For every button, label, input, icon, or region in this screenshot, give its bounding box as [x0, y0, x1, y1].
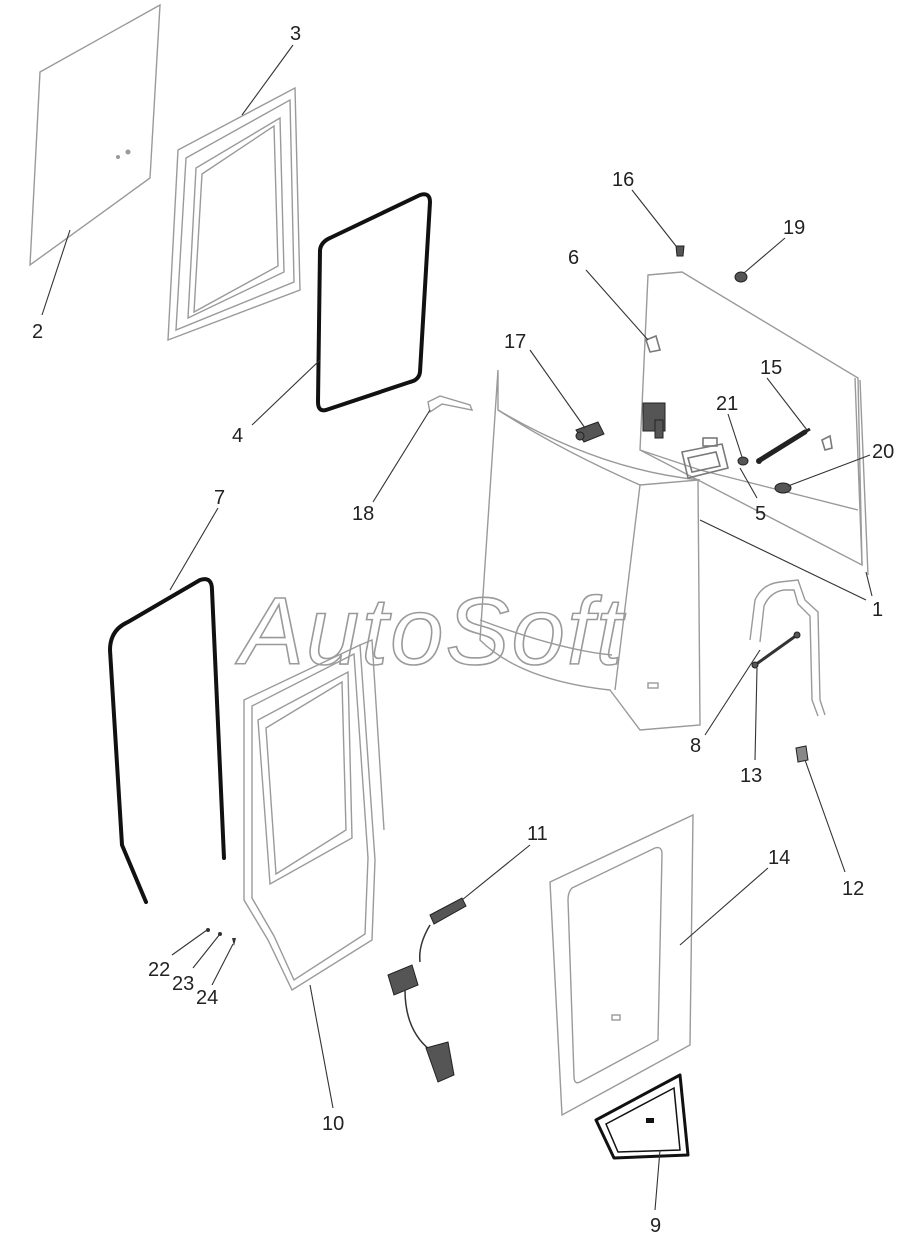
callout-9: 9 [650, 1215, 661, 1237]
callout-8: 8 [690, 735, 701, 757]
callout-4: 4 [232, 425, 243, 447]
callout-17: 17 [504, 331, 526, 353]
callout-12: 12 [842, 878, 864, 900]
callout-14: 14 [768, 847, 790, 869]
callout-21: 21 [716, 393, 738, 415]
leader-lines [41, 44, 873, 1211]
callout-3: 3 [290, 23, 301, 45]
part-19-grommet [734, 271, 748, 283]
part-20-grommet [774, 482, 792, 494]
part-22-24-screws [206, 928, 236, 946]
callout-6: 6 [568, 247, 579, 269]
part-12-clip [795, 745, 809, 763]
callout-7: 7 [214, 487, 225, 509]
callout-19: 19 [783, 217, 805, 239]
callout-15: 15 [760, 357, 782, 379]
callout-16: 16 [612, 169, 634, 191]
callout-24: 24 [196, 987, 218, 1009]
callout-22: 22 [148, 959, 170, 981]
part-17-latch [575, 421, 605, 443]
part-14-side-glass [549, 813, 694, 1117]
callout-5: 5 [755, 503, 766, 525]
part-10-door-frame [243, 638, 385, 992]
part-9-small-window [594, 1073, 690, 1160]
callout-labels: 1 2 3 4 5 6 7 8 9 10 11 12 13 14 15 16 1… [32, 23, 894, 1237]
callout-20: 20 [872, 441, 894, 463]
watermark: AutoSoft [235, 578, 626, 685]
bracket-right [821, 434, 833, 451]
callout-10: 10 [322, 1113, 344, 1135]
part-4-rubber-seal [316, 192, 432, 413]
part-11-lock-assembly [387, 897, 467, 1083]
callout-11: 11 [527, 823, 548, 845]
part-21-nut [737, 456, 749, 466]
part-18-bracket [427, 395, 474, 414]
part-1-cab-body [479, 271, 869, 731]
part-2-glass-panel [29, 3, 161, 267]
part-5-door-handle [681, 437, 729, 479]
part-8-handrail [749, 579, 826, 717]
callout-18: 18 [352, 503, 374, 525]
part-6-clip [645, 334, 662, 353]
part-13-rod [751, 631, 801, 669]
part-15-gas-strut [756, 427, 811, 464]
callout-1: 1 [872, 599, 883, 621]
callout-13: 13 [740, 765, 762, 787]
part-7-door-seal [108, 577, 226, 904]
callout-2: 2 [32, 321, 43, 343]
hinge-bracket [642, 402, 666, 439]
part-3-window-frame [167, 86, 301, 342]
part-16-pin [675, 245, 685, 257]
callout-23: 23 [172, 973, 194, 995]
